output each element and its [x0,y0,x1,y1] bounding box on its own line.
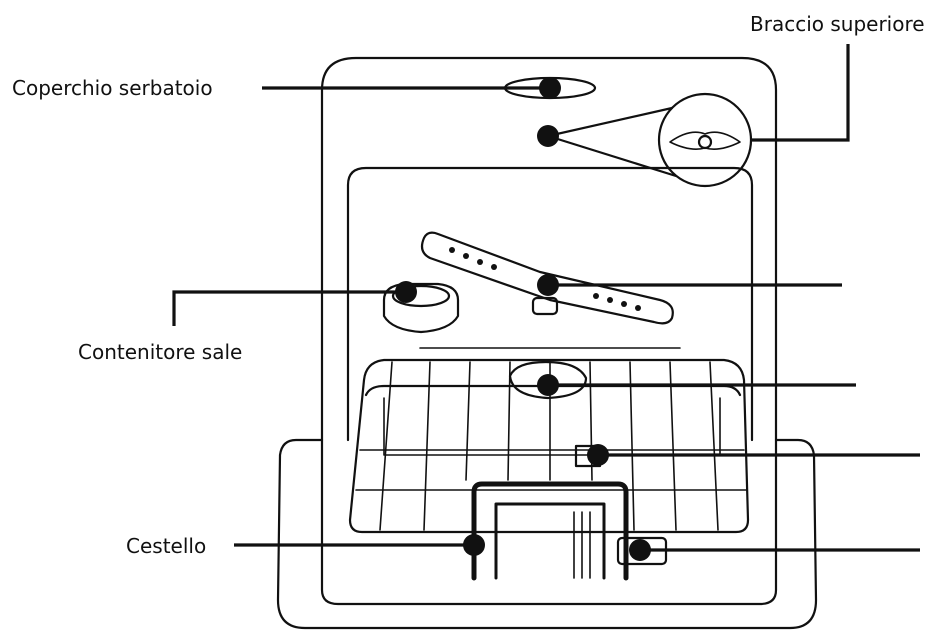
marker-filter [537,374,559,396]
door-outline [320,56,778,442]
leader-salt-container [172,290,406,326]
spray-hole [463,253,469,259]
marker-connector [629,539,651,561]
zoom-leader-bottom [546,134,678,178]
spray-hole [477,259,483,265]
spray-arm-hub [531,296,559,316]
label-salt-container: Contenitore sale [78,340,243,364]
label-tank-cap: Coperchio serbatoio [12,76,213,100]
zoom-circle [657,92,753,188]
spray-hole [607,297,613,303]
door-inner-outline [346,166,754,442]
base-outline [276,438,818,630]
spray-hole [635,305,641,311]
filter-shape [508,360,588,400]
marker-tank-cap [539,77,561,99]
zoom-leader-top [546,106,674,138]
upper-arm-detail [669,131,741,150]
marker-upper-arm [537,125,559,147]
basket-handle [471,481,629,581]
rear-wall [383,347,721,456]
salt-container-shape [382,282,460,334]
label-upper-arm: Braccio superiore [750,12,925,36]
marker-basket [463,534,485,556]
basket-handle-inner [494,502,606,580]
salt-container-top [391,284,451,308]
upper-arm-hub [697,134,713,150]
basket-outline [348,358,750,534]
marker-lower-arm [537,274,559,296]
cutlery-slots [573,511,591,579]
spray-hole [491,264,497,270]
spray-hole [593,293,599,299]
base-inner-outline [320,438,778,606]
leader-upper-arm [752,44,850,142]
marker-side-clip [587,444,609,466]
spray-hole [449,247,455,253]
spray-hole [621,301,627,307]
marker-salt-container [395,281,417,303]
label-basket: Cestello [126,534,207,558]
lower-spray-arm [420,231,674,325]
